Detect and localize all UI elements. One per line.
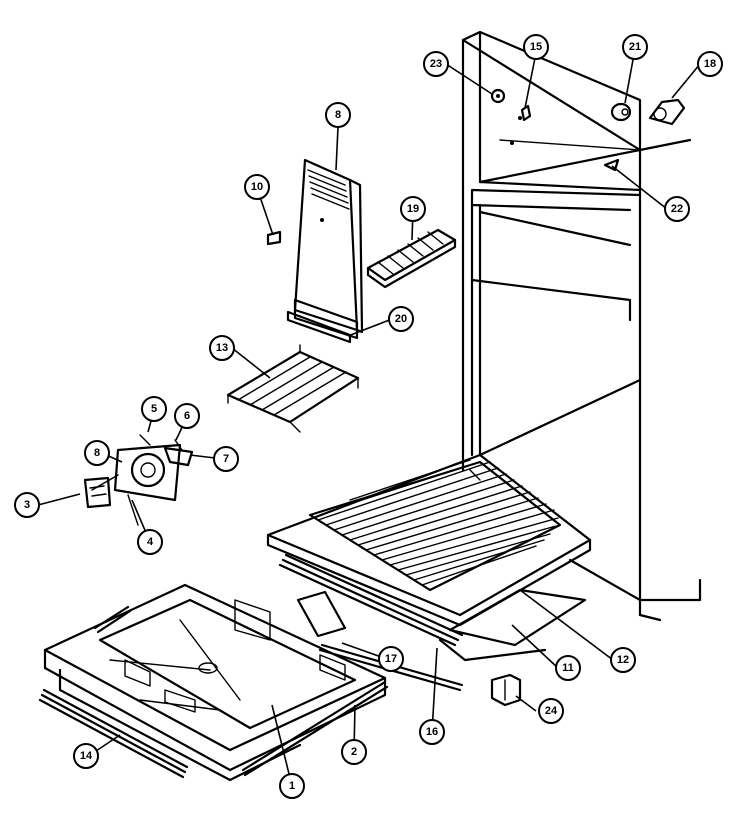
cabinet-liner <box>461 30 702 622</box>
callout-22-label: 22 <box>671 203 683 215</box>
callout-18: 18 <box>697 51 723 77</box>
callout-12: 12 <box>610 647 636 673</box>
callout-16-label: 16 <box>426 726 438 738</box>
callout-24: 24 <box>538 698 564 724</box>
callout-13: 13 <box>209 335 235 361</box>
cover-strips <box>278 553 464 692</box>
base-pan <box>43 583 387 782</box>
callout-5: 5 <box>141 396 167 422</box>
callouts: 1 2 3 4 5 6 7 8 <box>14 34 723 799</box>
evaporator-cover <box>286 158 364 344</box>
callout-1: 1 <box>279 773 305 799</box>
callout-16: 16 <box>419 719 445 745</box>
callout-10: 10 <box>244 174 270 200</box>
ice-tray <box>366 228 457 289</box>
crisper-glass <box>438 588 587 662</box>
callout-15: 15 <box>523 34 549 60</box>
callout-3-label: 3 <box>24 499 30 511</box>
callout-8-cover-label: 8 <box>335 109 341 121</box>
callout-21-label: 21 <box>629 41 641 53</box>
callout-8-cover: 8 <box>325 102 351 128</box>
callout-11-label: 11 <box>562 662 574 674</box>
callout-8-fan-label: 8 <box>94 447 100 459</box>
callout-8-fan: 8 <box>84 440 110 466</box>
callout-15-label: 15 <box>530 41 542 53</box>
callout-13-label: 13 <box>216 342 228 354</box>
top-hardware <box>266 88 686 246</box>
callout-18-label: 18 <box>704 58 716 70</box>
callout-5-label: 5 <box>151 403 157 415</box>
callout-11: 11 <box>555 655 581 681</box>
callout-2: 2 <box>341 739 367 765</box>
callout-7: 7 <box>213 446 239 472</box>
callout-10-label: 10 <box>251 181 263 193</box>
callout-14-label: 14 <box>80 750 93 762</box>
callout-19: 19 <box>400 196 426 222</box>
callout-22: 22 <box>664 196 690 222</box>
callout-6: 6 <box>174 403 200 429</box>
callout-14: 14 <box>73 743 99 769</box>
callout-7-label: 7 <box>223 453 229 465</box>
rails <box>38 605 389 779</box>
callout-23: 23 <box>423 51 449 77</box>
bracket-24 <box>490 673 522 707</box>
callout-3: 3 <box>14 492 40 518</box>
crisper-cover-shelf <box>266 453 592 627</box>
callout-20: 20 <box>388 306 414 332</box>
callout-20-label: 20 <box>395 313 407 325</box>
callout-6-label: 6 <box>184 410 190 422</box>
leader-lines <box>37 48 701 787</box>
callout-2-label: 2 <box>351 746 357 758</box>
callout-23-label: 23 <box>430 58 442 70</box>
part-17 <box>296 590 347 638</box>
callout-17-label: 17 <box>385 653 397 665</box>
callout-24-label: 24 <box>545 705 558 717</box>
wire-shelf <box>226 344 360 433</box>
callout-19-label: 19 <box>407 203 419 215</box>
callout-21: 21 <box>622 34 648 60</box>
callout-12-label: 12 <box>617 654 629 666</box>
callout-4: 4 <box>137 529 163 555</box>
fan-motor-assembly <box>83 434 194 526</box>
callout-1-label: 1 <box>289 780 295 792</box>
callout-4-label: 4 <box>147 536 154 548</box>
callout-17: 17 <box>378 646 404 672</box>
